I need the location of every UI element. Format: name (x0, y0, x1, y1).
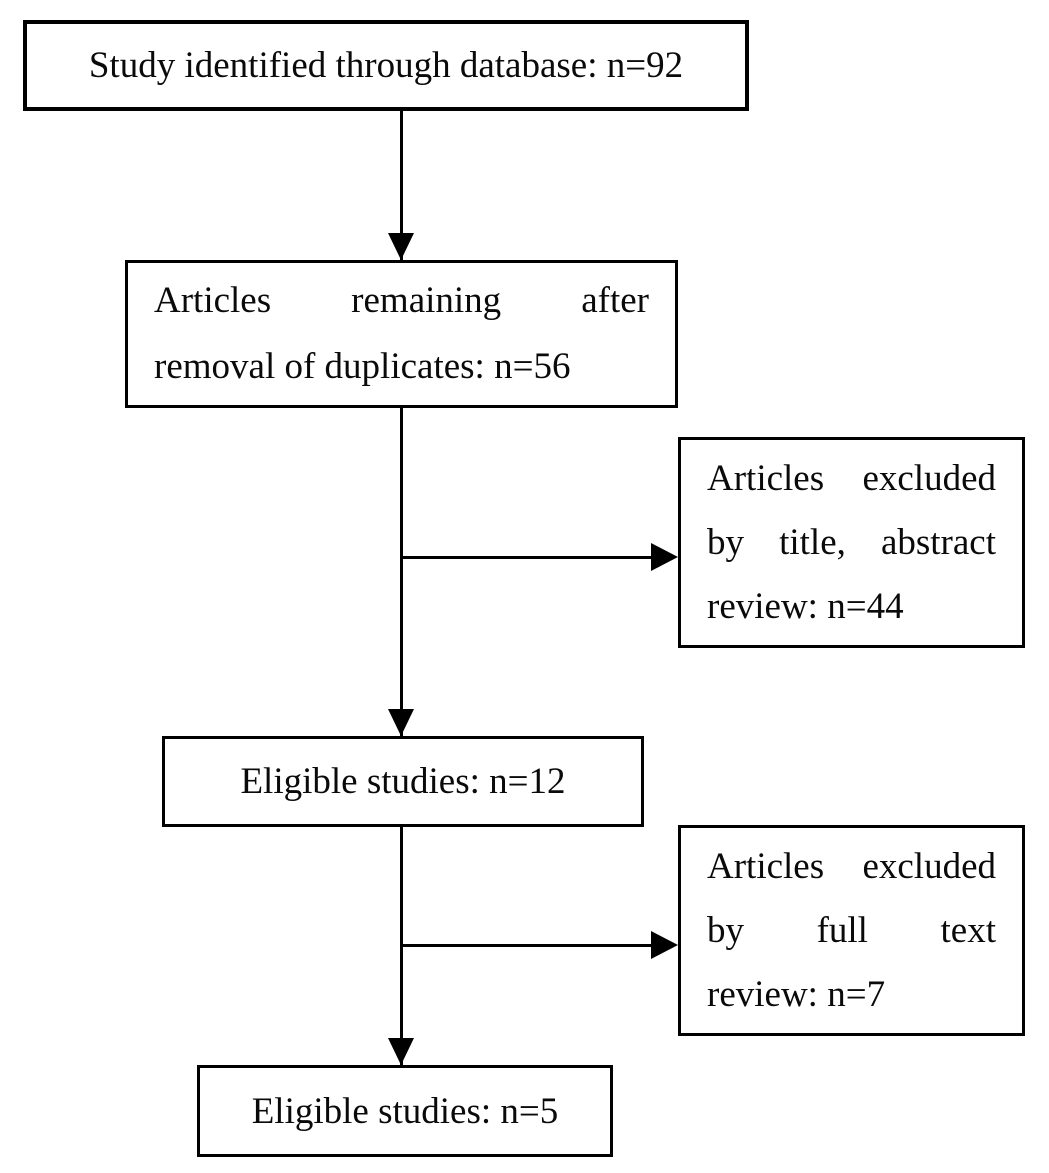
arrow-down-icon (388, 1038, 414, 1065)
node-after-duplicate-removal-line-1: Articles remaining after (154, 280, 649, 321)
node-excluded-full-text-line-1: Articles excluded (707, 845, 996, 887)
arrow-down-icon (388, 233, 414, 260)
branch-to-excluded-title (401, 556, 654, 559)
node-excluded-full-text-line-2: by full text (707, 909, 996, 951)
connector-identified-to-deduplicated (400, 110, 403, 260)
node-eligible-studies-12-text: Eligible studies: n=12 (240, 761, 566, 802)
node-excluded-title-abstract-line-3: review: n=44 (707, 585, 904, 627)
arrow-down-icon (388, 709, 414, 736)
branch-to-excluded-fulltext (401, 944, 654, 947)
connector-deduplicated-to-eligible (400, 408, 403, 736)
node-studies-identified: Study identified through database: n=92 (23, 20, 749, 111)
node-eligible-studies-5-text: Eligible studies: n=5 (251, 1090, 559, 1132)
node-eligible-studies-5: Eligible studies: n=5 (197, 1065, 613, 1157)
node-studies-identified-text: Study identified through database: n=92 (88, 45, 684, 86)
node-excluded-full-text-line-3: review: n=7 (707, 973, 886, 1015)
node-excluded-full-text: Articles excluded by full text review: n… (678, 825, 1025, 1036)
node-after-duplicate-removal: Articles remaining after removal of dupl… (125, 260, 678, 408)
node-after-duplicate-removal-line-2: removal of duplicates: n=56 (154, 346, 571, 387)
node-excluded-title-abstract: Articles excluded by title, abstract rev… (678, 437, 1025, 648)
arrow-right-icon (651, 543, 678, 571)
arrow-right-icon (651, 931, 678, 959)
node-excluded-title-abstract-line-1: Articles excluded (707, 457, 996, 499)
node-excluded-title-abstract-line-2: by title, abstract (707, 521, 996, 563)
node-eligible-studies-12: Eligible studies: n=12 (162, 736, 644, 827)
